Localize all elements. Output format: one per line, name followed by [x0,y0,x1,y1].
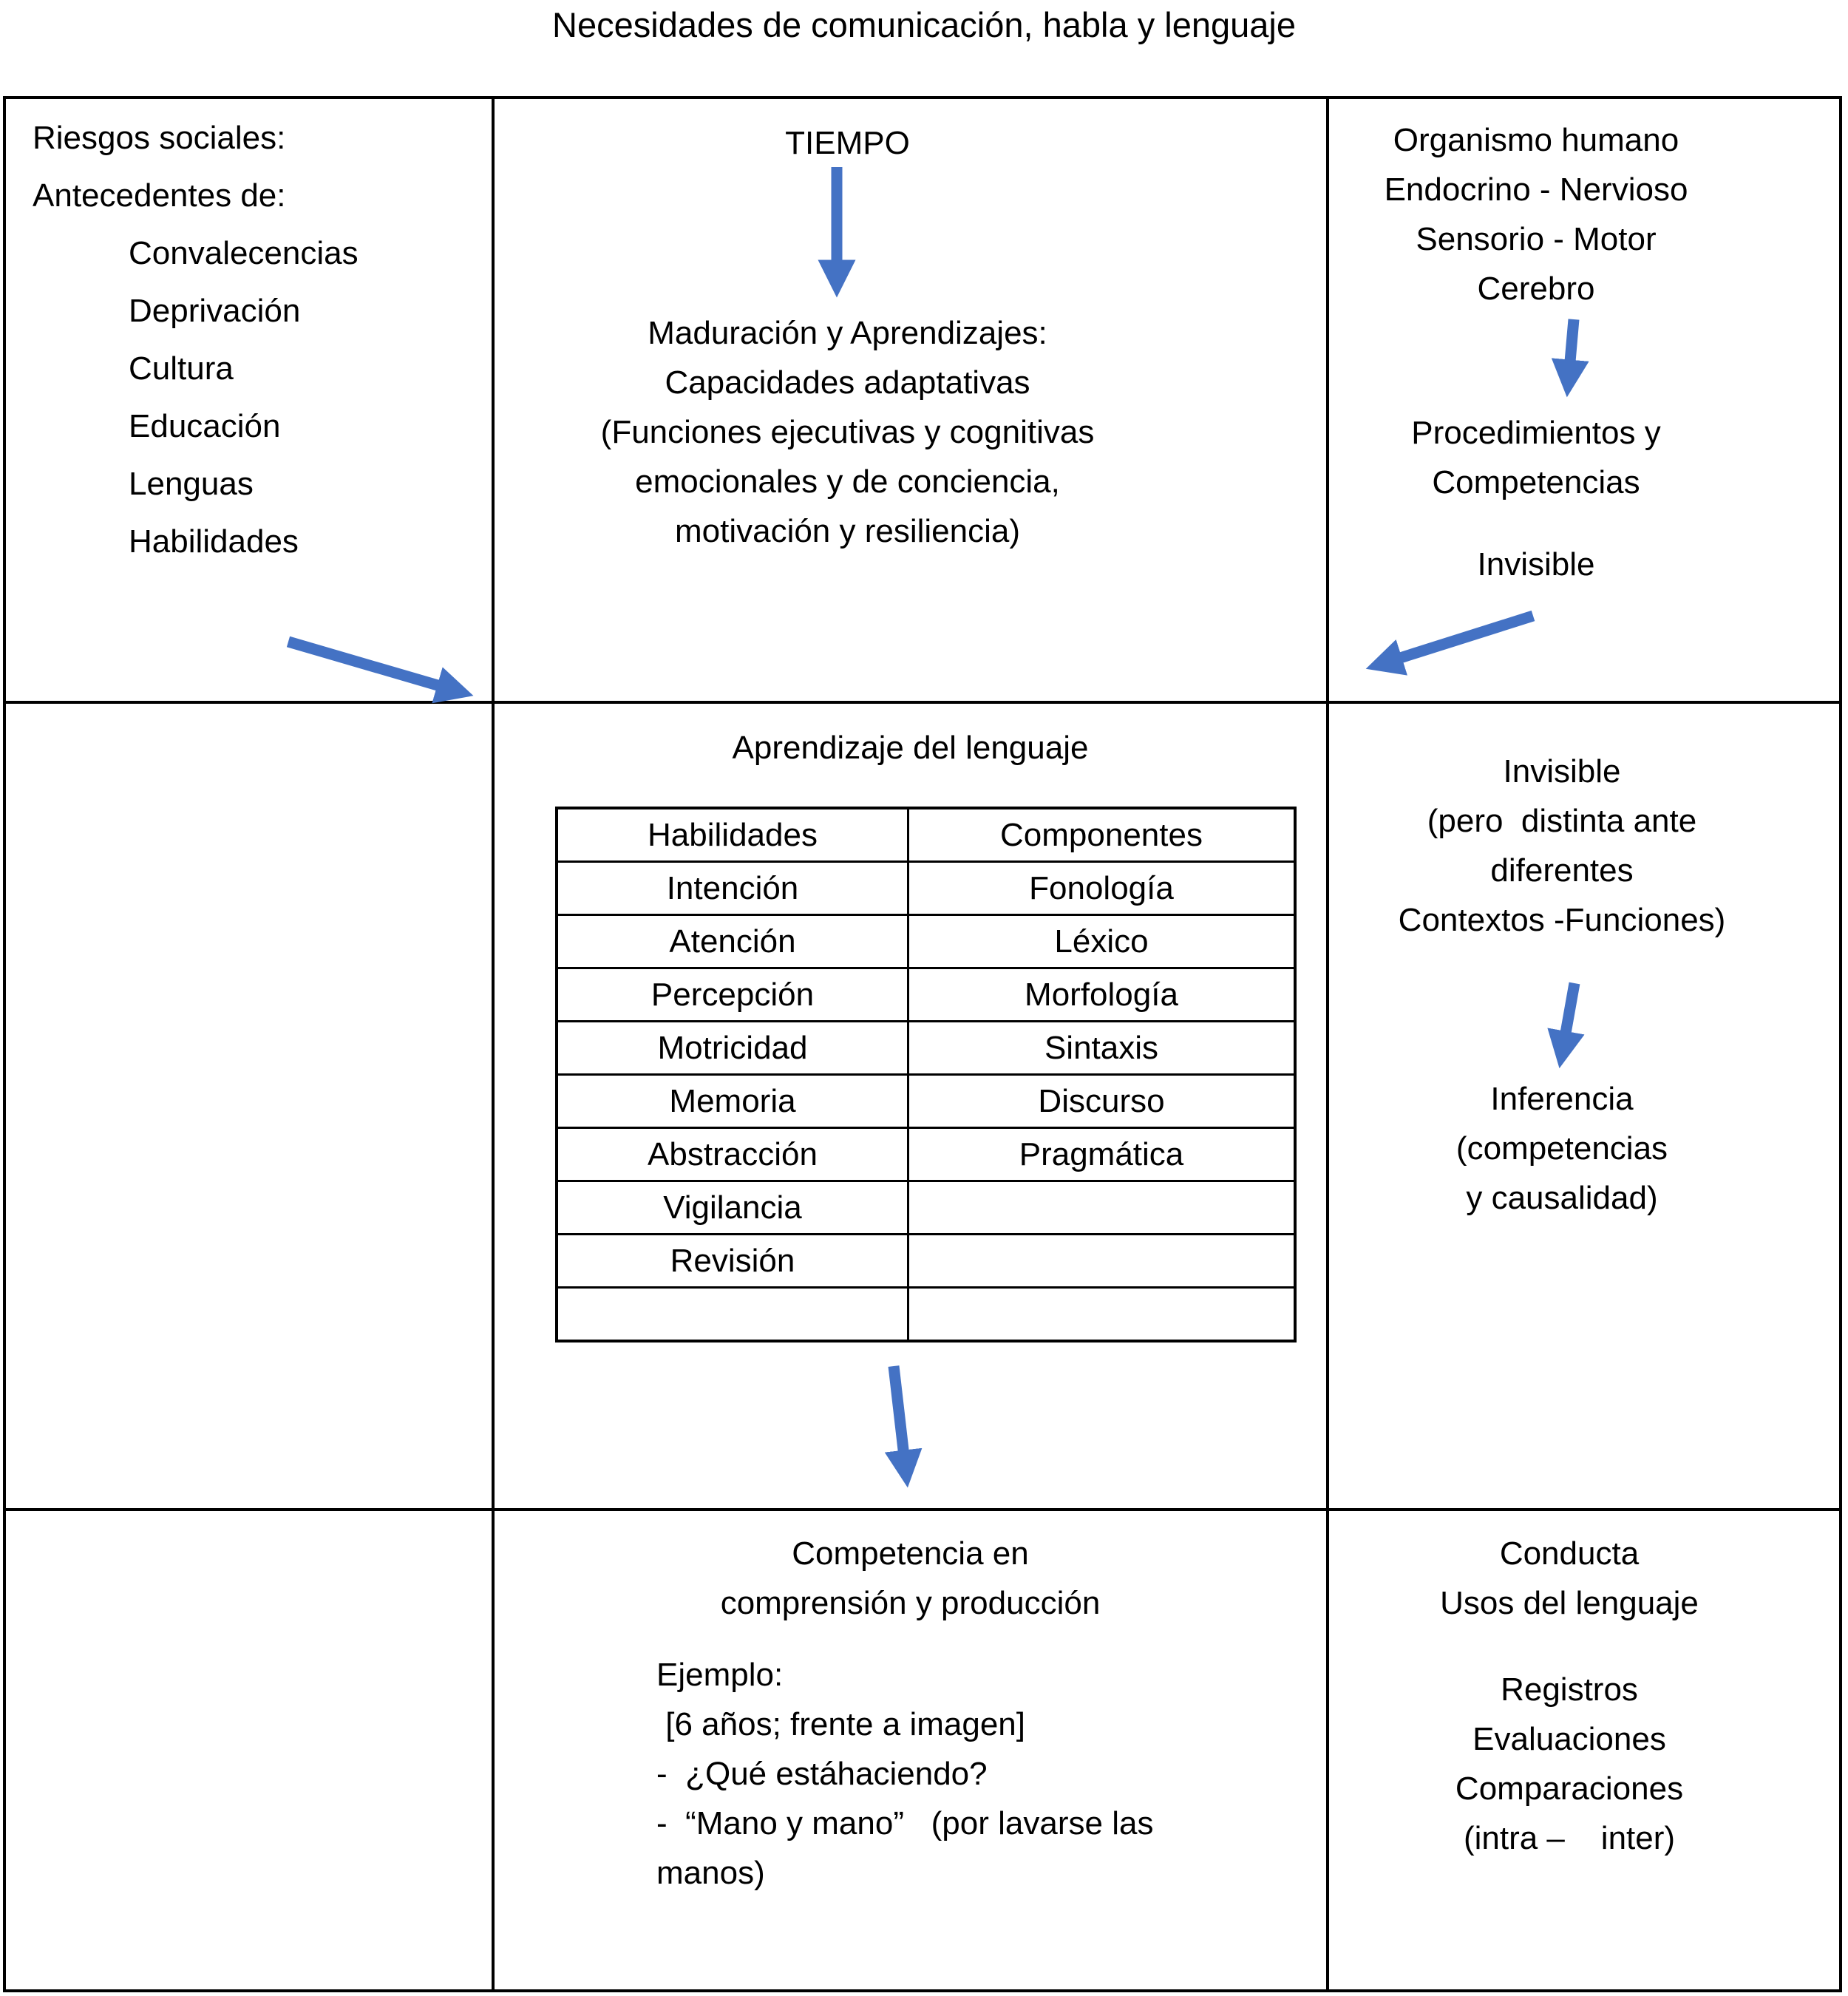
text-line: [6 años; frente a imagen] [656,1706,1025,1742]
cell-riesgos-sociales: Riesgos sociales: Antecedentes de: Conva… [6,99,495,704]
text-line: Ejemplo: [656,1657,784,1693]
page-title: Necesidades de comunicación, habla y len… [552,5,1296,44]
text-line: Organismo humano [1393,122,1679,158]
text-line: Capacidades adaptativas [665,364,1030,401]
spacer [495,1628,1326,1650]
aprendizaje-heading: Aprendizaje del lenguaje [732,730,1089,766]
cell-conducta: Conducta Usos del lenguaje Registros Eva… [1329,1511,1839,1989]
table-row: Percepción Morfología [555,967,1297,1022]
cell-organismo-humano: Organismo humano Endocrino - Nervioso Se… [1329,99,1839,704]
text-line: Conducta [1499,1535,1640,1572]
spacer [1329,1628,1810,1665]
table-cell [907,1286,1297,1342]
text-line: - “Mano y mano” (por lavarse las [656,1805,1154,1841]
text-line: Contextos -Funciones) [1398,902,1726,938]
text-line: comprensión y producción [720,1585,1101,1621]
table-row: Motricidad Sintaxis [555,1020,1297,1076]
table-row [555,1286,1297,1342]
table-cell: Memoria [555,1073,909,1129]
list-item: Convalecencias [129,235,359,271]
table-cell [907,1233,1297,1289]
main-table: Riesgos sociales: Antecedentes de: Conva… [3,96,1842,1992]
table-row: Memoria Discurso [555,1073,1297,1129]
cell-tiempo: TIEMPO Maduración y Aprendizajes: Capaci… [495,99,1329,704]
list-item: Educación [129,408,281,444]
table-cell: Fonología [907,860,1297,916]
list-item: Deprivación [129,293,301,329]
table-row: Intención Fonología [555,860,1297,916]
cell-empty-left [6,704,495,1511]
text-line: (intra – inter) [1463,1820,1676,1856]
text-line: manos) [656,1855,765,1891]
riesgos-list: Convalecencias Deprivación Cultura Educa… [33,225,484,571]
text-line: Evaluaciones [1472,1721,1666,1757]
table-cell: Sintaxis [907,1020,1297,1076]
table-row: Revisión [555,1233,1297,1289]
table-header-row: Habilidades Componentes [555,807,1297,863]
table-row: Vigilancia [555,1180,1297,1235]
table-cell: Vigilancia [555,1180,909,1235]
table-cell: Atención [555,914,909,969]
table-cell: Pragmática [907,1127,1297,1182]
text-line: motivación y resiliencia) [674,513,1021,549]
table-cell: Revisión [555,1233,909,1289]
table-row: Abstracción Pragmática [555,1127,1297,1182]
spacer [1329,945,1795,1074]
text-line: - ¿Qué estáhaciendo? [656,1756,988,1792]
text-line: (Funciones ejecutivas y cognitivas [600,414,1095,450]
list-item: Lenguas [129,466,254,502]
text-line: Riesgos sociales: [33,120,286,156]
table-cell: Discurso [907,1073,1297,1129]
text-line: Competencia en [792,1535,1029,1572]
table-cell: Motricidad [555,1020,909,1076]
table-cell: Percepción [555,967,909,1022]
table-cell: Morfología [907,967,1297,1022]
text-line: Competencias [1432,464,1640,500]
list-item: Cultura [129,350,234,387]
text-line: Maduración y Aprendizajes: [648,315,1047,351]
spacer [1329,313,1743,408]
cell-empty-bottom-left [6,1511,495,1989]
cell-competencia: Competencia en comprensión y producción … [495,1511,1329,1989]
text-line: Invisible [1503,753,1621,790]
text-line: Inferencia [1490,1081,1634,1117]
table-cell [555,1286,909,1342]
text-line: Sensorio - Motor [1416,221,1657,257]
text-line: Usos del lenguaje [1440,1585,1699,1621]
text-line: Registros [1501,1671,1638,1708]
header-habilidades: Habilidades [555,807,909,863]
text-line: emocionales y de conciencia, [635,464,1060,500]
ejemplo-block: Ejemplo: [6 años; frente a imagen] - ¿Qu… [656,1650,1326,1898]
header-componentes: Componentes [907,807,1297,863]
text-line: Comparaciones [1455,1771,1684,1807]
table-cell [907,1180,1297,1235]
text-line: (pero distinta ante [1427,803,1697,839]
skills-components-table: Habilidades Componentes Intención Fonolo… [555,807,1297,1342]
text-line: diferentes [1490,852,1634,889]
invisible-label: Invisible [1477,546,1595,583]
table-cell: Intención [555,860,909,916]
text-line: Cerebro [1477,271,1595,307]
text-line: y causalidad) [1466,1180,1658,1216]
table-cell: Léxico [907,914,1297,969]
text-line: Endocrino - Nervioso [1384,172,1688,208]
list-item: Habilidades [129,523,299,560]
spacer [495,168,1200,308]
cell-contextos: Invisible (pero distinta ante diferentes… [1329,704,1839,1511]
tiempo-heading: TIEMPO [785,125,910,161]
text-line: Antecedentes de: [33,177,286,214]
table-cell: Abstracción [555,1127,909,1182]
text-line: Procedimientos y [1411,415,1661,451]
table-row: Atención Léxico [555,914,1297,969]
cell-aprendizaje: Aprendizaje del lenguaje Habilidades Com… [495,704,1329,1511]
spacer [1329,507,1743,540]
text-line: (competencias [1455,1130,1668,1167]
